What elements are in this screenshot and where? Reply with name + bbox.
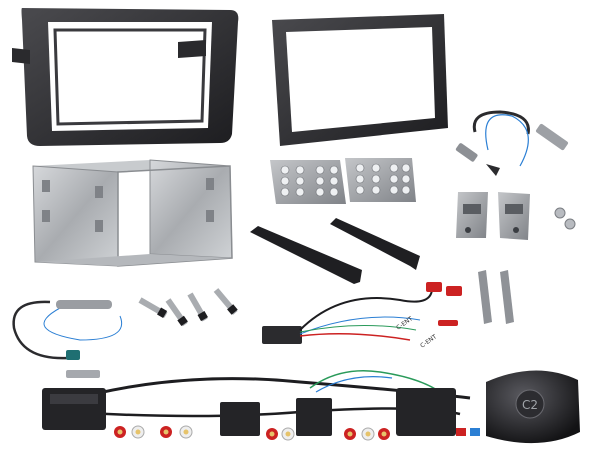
antenna-adapter-cable <box>455 110 569 176</box>
trim-strips <box>250 218 420 284</box>
release-keys <box>138 288 238 327</box>
patch-lead-tag: C-ENT <box>419 333 438 349</box>
rca-plugs <box>114 425 390 441</box>
bracket-plates <box>270 158 416 204</box>
side-brackets <box>456 192 530 240</box>
antenna-cable-left <box>12 300 122 378</box>
removal-tools <box>478 270 514 324</box>
steering-control-harness <box>42 369 480 441</box>
screws <box>554 207 576 230</box>
steering-interface-box: C2 <box>486 370 580 444</box>
interface-logo: C2 <box>522 398 538 412</box>
fascia-panel <box>12 8 239 146</box>
double-din-frame <box>272 14 448 146</box>
metal-cage <box>32 159 233 267</box>
patch-lead: C-ENT C-ENT <box>262 282 462 350</box>
